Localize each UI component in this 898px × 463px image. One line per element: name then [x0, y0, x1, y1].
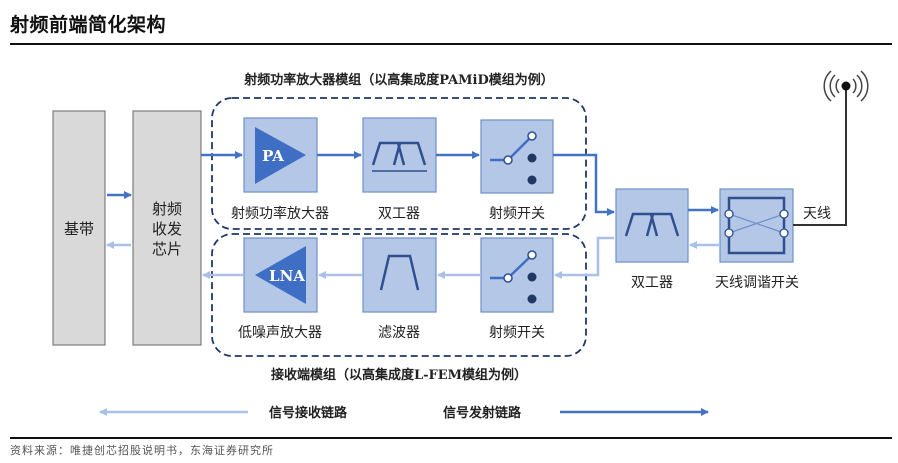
- legend-tx-label: 信号发射链路: [443, 405, 522, 421]
- shared-duplexer-component: [615, 188, 689, 263]
- tx-module-label: 射频功率放大器模组（以高集成度PAMiD模组为例）: [243, 72, 554, 88]
- filter-label: 滤波器: [378, 325, 420, 341]
- antenna-icon: [823, 70, 869, 102]
- pa-icon-text: PA: [262, 147, 284, 165]
- baseband-label: 基带: [64, 220, 94, 238]
- top-rule: [10, 43, 892, 45]
- transceiver-label-line2: 收发: [152, 220, 182, 238]
- antenna-tuner-component: [719, 188, 794, 263]
- baseband-block: 基带: [52, 110, 106, 346]
- tx-switch-component: [480, 119, 554, 194]
- antenna-label: 天线: [803, 206, 831, 222]
- legend-rx-label: 信号接收链路: [269, 405, 348, 421]
- filter-icon: [379, 254, 420, 291]
- rx-module-border: [211, 233, 587, 357]
- tx-arrow-switch-to-shared-duplexer: [553, 153, 615, 216]
- duplexer-icon: [371, 141, 427, 172]
- lna-component: LNA: [243, 237, 318, 313]
- amplifier-icon: [255, 246, 306, 304]
- switch-icon: [490, 250, 537, 304]
- antenna-tuner-label: 天线调谐开关: [715, 275, 799, 291]
- legend: 信号接收链路 信号发射链路: [99, 405, 709, 421]
- shared-duplexer-label: 双工器: [631, 275, 673, 291]
- source-note: 资料来源：唯捷创芯招股说明书，东海证券研究所: [10, 444, 274, 457]
- pa-label: 射频功率放大器: [231, 205, 329, 222]
- transceiver-label-line3: 芯片: [152, 240, 182, 258]
- tx-switch-label: 射频开关: [489, 206, 545, 222]
- pa-component: PA: [243, 117, 318, 193]
- page-title: 射频前端简化架构: [10, 14, 167, 36]
- antenna-feed-line: [793, 88, 847, 226]
- tx-duplexer-component: [362, 117, 437, 193]
- transceiver-label-line1: 射频: [152, 200, 182, 218]
- rx-switch-component: [480, 237, 554, 313]
- tx-duplexer-label: 双工器: [378, 206, 420, 222]
- tx-module-border: [211, 97, 587, 230]
- rx-arrow-shared-duplexer-to-switch: [554, 236, 614, 279]
- lna-icon-text: LNA: [269, 267, 305, 285]
- filter-component: [362, 237, 437, 313]
- tuner-switch-icon: [724, 196, 789, 255]
- switch-icon: [490, 131, 537, 185]
- amplifier-icon: [255, 127, 306, 184]
- transceiver-block: 射频 收发 芯片: [132, 110, 202, 346]
- rx-switch-label: 射频开关: [489, 325, 545, 341]
- bottom-rule: [10, 437, 892, 439]
- duplexer-icon: [624, 212, 680, 237]
- rx-module-label: 接收端模组（以高集成度L-FEM模组为例）: [271, 367, 527, 383]
- lna-label: 低噪声放大器: [238, 325, 322, 341]
